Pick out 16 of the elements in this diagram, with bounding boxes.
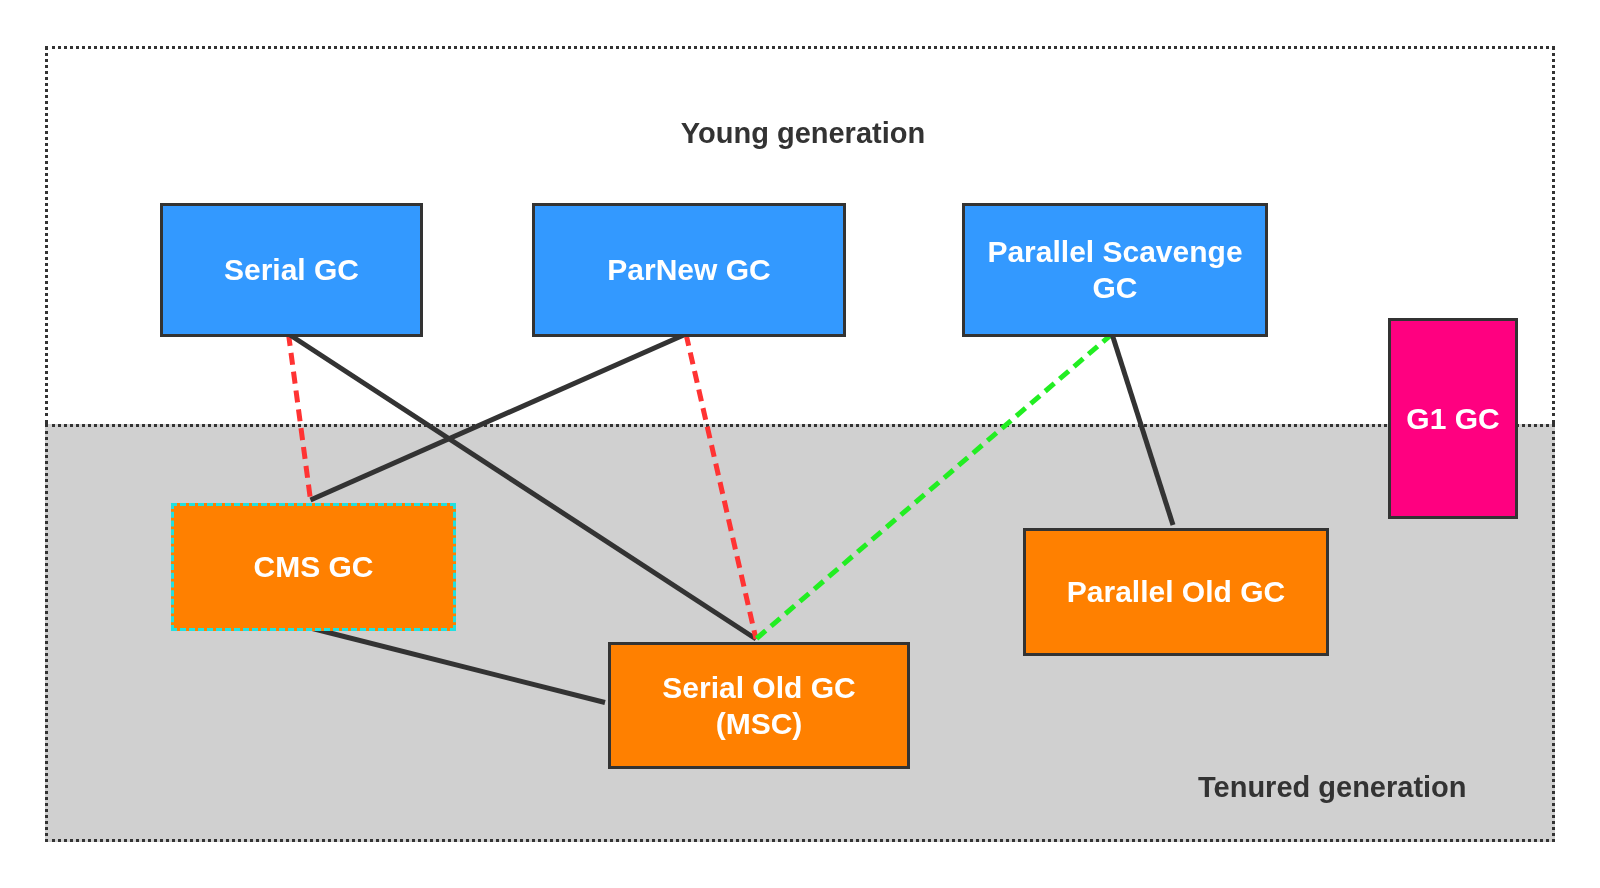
collector-name: Serial GC xyxy=(223,252,360,288)
collector-name: Parallel Old GC xyxy=(1066,574,1286,610)
collector-box xyxy=(171,503,456,631)
collector-box xyxy=(962,203,1268,337)
collector-name: Serial Old GC (MSC) xyxy=(661,669,857,742)
collector-name: G1 GC xyxy=(1406,400,1500,437)
collector-name: Parallel Scavenge GC xyxy=(986,234,1244,306)
region-label: Young generation xyxy=(680,117,926,150)
collector-box xyxy=(1023,528,1329,656)
collector-box xyxy=(608,642,910,769)
region-label: Tenured generation xyxy=(1198,771,1467,804)
collector-name: CMS GC xyxy=(253,549,374,585)
collector-name: ParNew GC xyxy=(607,252,771,288)
collector-box xyxy=(160,203,423,337)
collector-box xyxy=(1388,318,1518,519)
collector-box xyxy=(532,203,846,337)
